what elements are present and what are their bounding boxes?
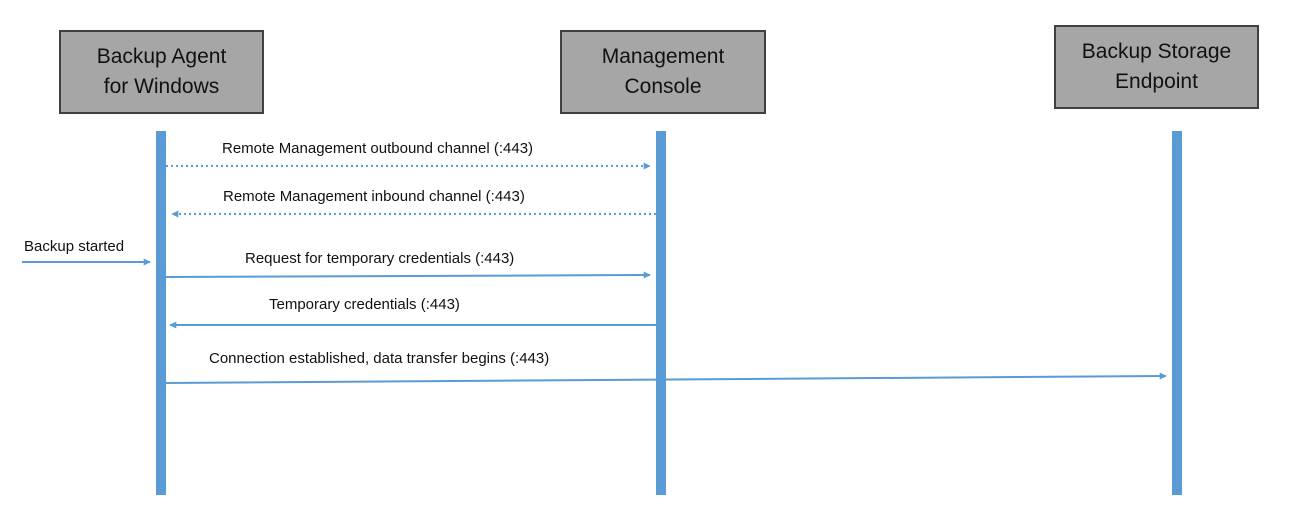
message-label-backup-started: Backup started	[24, 238, 125, 255]
message-label-request-credentials: Request for temporary credentials (:443)	[245, 250, 515, 267]
actor-management-console: Management Console	[560, 30, 766, 114]
actor-backup-storage-line1: Backup Storage	[1081, 40, 1232, 63]
actor-backup-storage: Backup Storage Endpoint	[1054, 25, 1259, 109]
actor-management-console-line2: Console	[624, 75, 702, 98]
lifeline-backup-agent	[156, 131, 166, 495]
lifeline-backup-storage	[1172, 131, 1182, 495]
arrow-data-transfer	[165, 372, 1167, 384]
arrow-request-credentials	[165, 271, 651, 279]
message-label-temporary-credentials: Temporary credentials (:443)	[269, 296, 460, 313]
actor-backup-agent-line1: Backup Agent	[96, 45, 227, 68]
actor-backup-agent: Backup Agent for Windows	[59, 30, 264, 114]
actor-backup-storage-line2: Endpoint	[1115, 70, 1198, 93]
message-label-inbound-channel: Remote Management inbound channel (:443)	[223, 188, 525, 205]
lifeline-management-console	[656, 131, 666, 495]
message-label-data-transfer: Connection established, data transfer be…	[209, 350, 550, 367]
message-label-outbound-channel: Remote Management outbound channel (:443…	[222, 140, 534, 157]
actor-management-console-line1: Management	[601, 45, 725, 68]
actor-backup-agent-line2: for Windows	[103, 75, 220, 98]
